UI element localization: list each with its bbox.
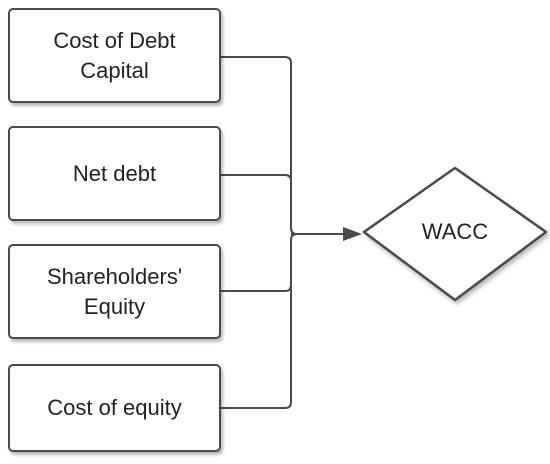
input-box-cost-of-debt-capital: Cost of Debt Capital [8,8,221,103]
connector-cost-of-equity [221,240,292,409]
wacc-label: WACC [421,219,489,244]
input-label-shareholders-equity: Shareholders' Equity [46,263,183,319]
arrow-head [343,227,362,241]
input-box-cost-of-equity: Cost of equity [8,364,221,452]
connector-cost-of-debt [221,56,298,235]
input-box-shareholders-equity: Shareholders' Equity [8,244,221,339]
connector-shareholders-equity [221,233,298,292]
connector-net-debt [221,174,292,228]
input-label-cost-of-debt-capital: Cost of Debt Capital [53,27,176,83]
input-label-cost-of-equity: Cost of equity [47,395,182,420]
wacc-diamond [362,166,548,302]
input-label-net-debt: Net debt [72,160,157,186]
input-box-net-debt: Net debt [8,126,221,221]
